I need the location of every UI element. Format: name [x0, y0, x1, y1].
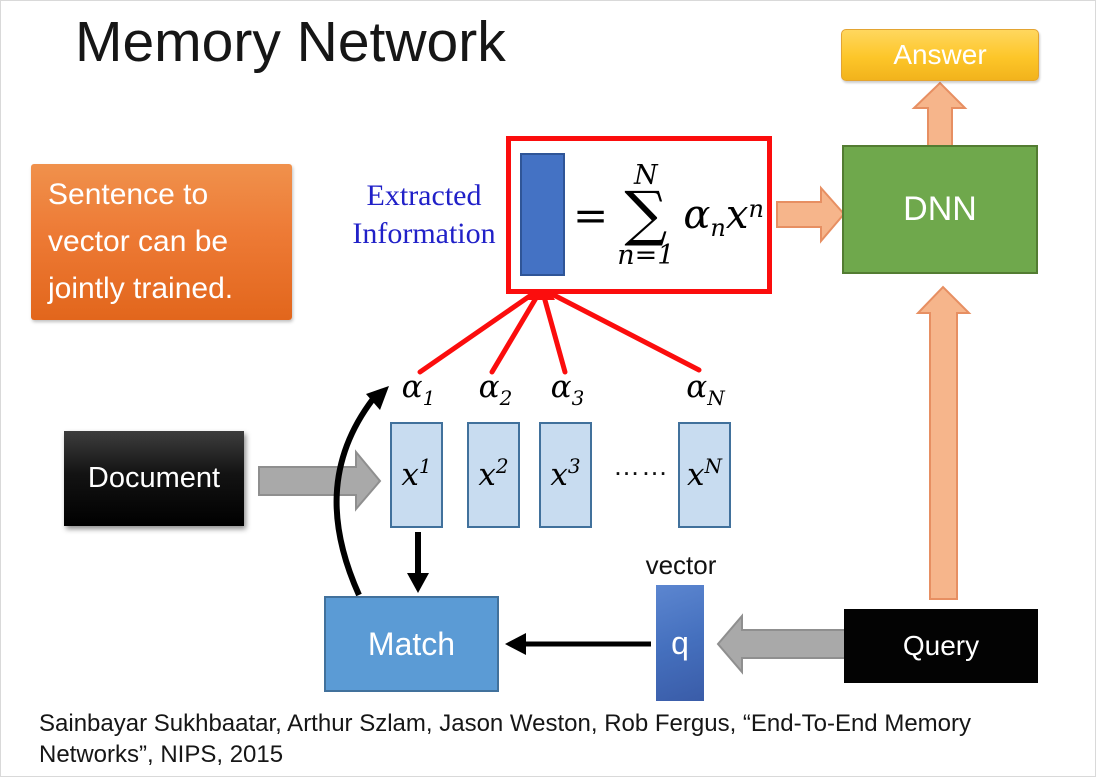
x-superscript: n: [748, 195, 764, 223]
arrow-query-to-q: [716, 613, 847, 675]
vector-label: vector: [645, 550, 717, 580]
cell-sup: 1: [418, 454, 432, 478]
document-label: Document: [87, 462, 221, 494]
arrow-x1-to-match: [407, 532, 429, 593]
equals-sign: =: [573, 190, 609, 240]
answer-label: Answer: [893, 39, 987, 70]
cell-base: x: [401, 457, 419, 493]
arrow-dnn-to-answer: [911, 81, 968, 148]
answer-node: Answer: [841, 29, 1039, 81]
extracted-vector-rect: [520, 153, 565, 276]
page-title: Memory Network: [75, 10, 506, 74]
extracted-information-label: Extracted Information: [352, 179, 496, 251]
alpha-2-label: α2: [469, 369, 522, 410]
cell-base: x: [550, 457, 568, 493]
alpha-base: α: [401, 369, 423, 405]
summation: N ∑ n=1: [617, 160, 674, 271]
alpha-sub: N: [707, 386, 725, 410]
alpha-3-label: α3: [541, 369, 594, 410]
dnn-label: DNN: [903, 190, 977, 228]
match-node: Match: [324, 596, 499, 692]
summation-upper-limit: N: [633, 159, 658, 191]
red-attention-lines: [417, 288, 702, 375]
arrow-extracted-to-dnn: [776, 185, 846, 244]
alpha-base: α: [686, 369, 708, 405]
memory-ellipsis: ……: [613, 451, 669, 481]
alpha-sub: 2: [499, 386, 513, 410]
sigma-symbol: ∑: [624, 178, 668, 249]
dnn-node: DNN: [842, 145, 1038, 274]
alpha-base: α: [478, 369, 500, 405]
cell-base: x: [478, 457, 496, 493]
alpha-subscript: n: [710, 214, 726, 242]
arrow-match-to-alpha1: [333, 386, 389, 597]
alpha-sub: 1: [422, 386, 436, 410]
summation-lower-limit: n=1: [617, 239, 675, 271]
x-symbol: x: [725, 192, 749, 238]
callout-text: Sentence to vector can be jointly traine…: [48, 178, 234, 306]
q-label: q: [671, 624, 689, 661]
citation-text: Sainbayar Sukhbaatar, Arthur Szlam, Jaso…: [39, 710, 971, 769]
cell-sup: N: [704, 454, 722, 478]
alpha-sub: 3: [571, 386, 585, 410]
query-label: Query: [902, 630, 980, 661]
match-label: Match: [367, 625, 456, 662]
alpha-symbol: α: [683, 192, 711, 238]
cell-sup: 3: [567, 454, 581, 478]
alpha-N-label: αN: [679, 369, 732, 410]
cell-base: x: [687, 457, 705, 493]
alpha-x-term: αnxn: [683, 192, 764, 242]
weighted-sum-equation: = N ∑ n=1 αnxn: [573, 141, 764, 289]
query-vector-node: q: [656, 585, 704, 701]
cell-sup: 2: [495, 454, 509, 478]
arrow-query-to-dnn: [915, 285, 972, 600]
callout-sentence-to-vector: Sentence to vector can be jointly traine…: [31, 164, 292, 320]
arrow-document-to-memory: [258, 449, 382, 512]
alpha-base: α: [550, 369, 572, 405]
query-node: Query: [844, 609, 1038, 683]
document-node: Document: [64, 431, 244, 526]
arrow-q-to-match: [505, 633, 651, 655]
alpha-1-label: α1: [392, 369, 445, 410]
